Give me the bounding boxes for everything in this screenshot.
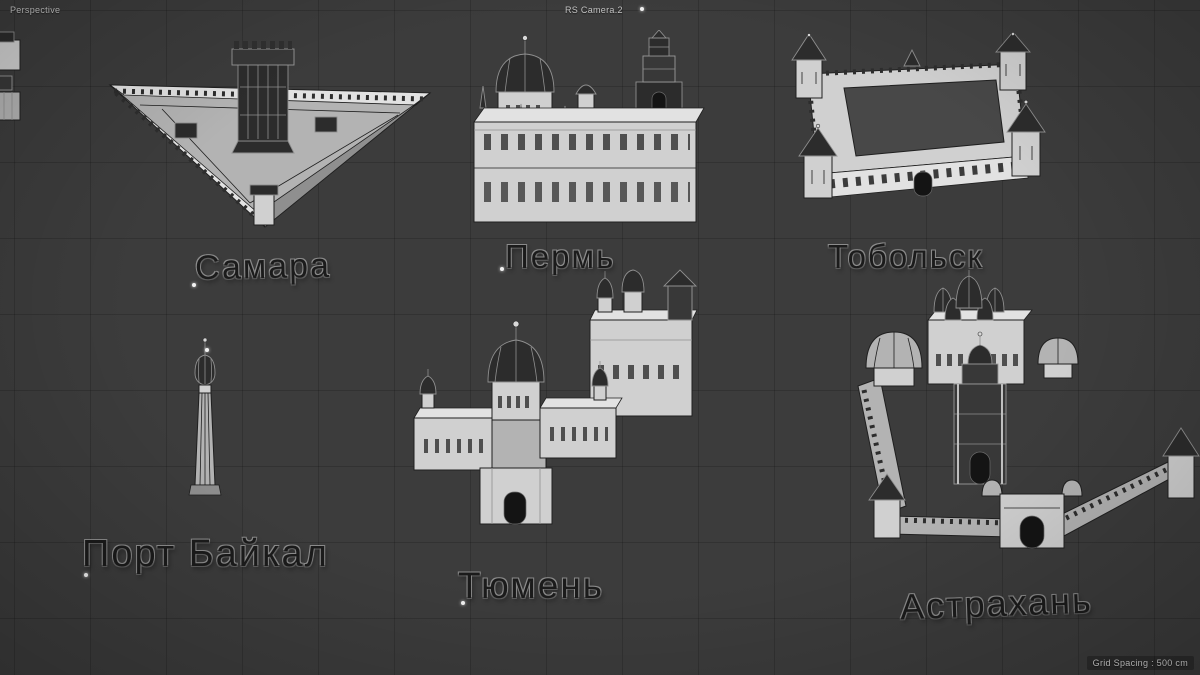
model-partial-edge[interactable] <box>0 30 26 135</box>
port-baikal-model-graphic <box>188 337 222 496</box>
view-mode-label[interactable]: Perspective <box>10 5 61 15</box>
astrakhan-gate-tower <box>953 331 1007 485</box>
label-astrakhan[interactable]: Астрахань <box>899 579 1094 628</box>
astrakhan-model-graphic <box>857 270 1200 549</box>
model-samara[interactable] <box>100 35 440 235</box>
object-origin-marker <box>461 601 465 605</box>
label-port-baikal[interactable]: Порт Байкал <box>82 533 329 575</box>
astrakhan-side-domes <box>865 331 1079 387</box>
label-tobolsk[interactable]: Тобольск <box>828 238 984 275</box>
tyumen-east-arm <box>539 361 623 459</box>
label-tyumen[interactable]: Тюмень <box>458 565 605 606</box>
corner-tower-top-right <box>995 32 1031 91</box>
tyumen-model-graphic <box>413 269 698 525</box>
model-port-baikal[interactable] <box>175 335 235 500</box>
camera-name-label[interactable]: RS Camera.2 <box>565 5 623 15</box>
astrakhan-gate-building <box>981 479 1083 549</box>
partial-model-graphic <box>0 31 21 121</box>
apex-turret <box>253 192 275 226</box>
tyumen-west-arm <box>413 369 499 471</box>
object-origin-marker <box>192 283 196 287</box>
tobolsk-model-graphic <box>791 32 1046 199</box>
corner-tower-bottom-left <box>798 123 838 199</box>
tyumen-central-dome <box>487 320 545 421</box>
label-samara[interactable]: Самара <box>194 246 332 288</box>
object-origin-marker <box>205 348 209 352</box>
perm-model-graphic <box>473 30 705 223</box>
model-tyumen[interactable] <box>398 268 698 533</box>
model-perm[interactable] <box>458 30 708 235</box>
samara-model-graphic <box>108 41 432 228</box>
model-tobolsk[interactable] <box>772 32 1052 222</box>
model-astrakhan[interactable] <box>850 268 1200 553</box>
object-origin-marker <box>640 7 644 11</box>
corner-tower-top-left <box>791 33 827 99</box>
astrakhan-walls <box>857 377 1200 539</box>
object-origin-marker <box>84 573 88 577</box>
object-origin-marker <box>500 267 504 271</box>
label-perm[interactable]: Пермь <box>505 238 616 275</box>
corner-tower-bottom-right <box>1006 99 1046 177</box>
samara-tower <box>231 41 295 154</box>
tyumen-south-arm <box>479 467 553 525</box>
perm-main-building <box>473 107 705 223</box>
grid-spacing-label: Grid Spacing : 500 cm <box>1086 656 1194 670</box>
